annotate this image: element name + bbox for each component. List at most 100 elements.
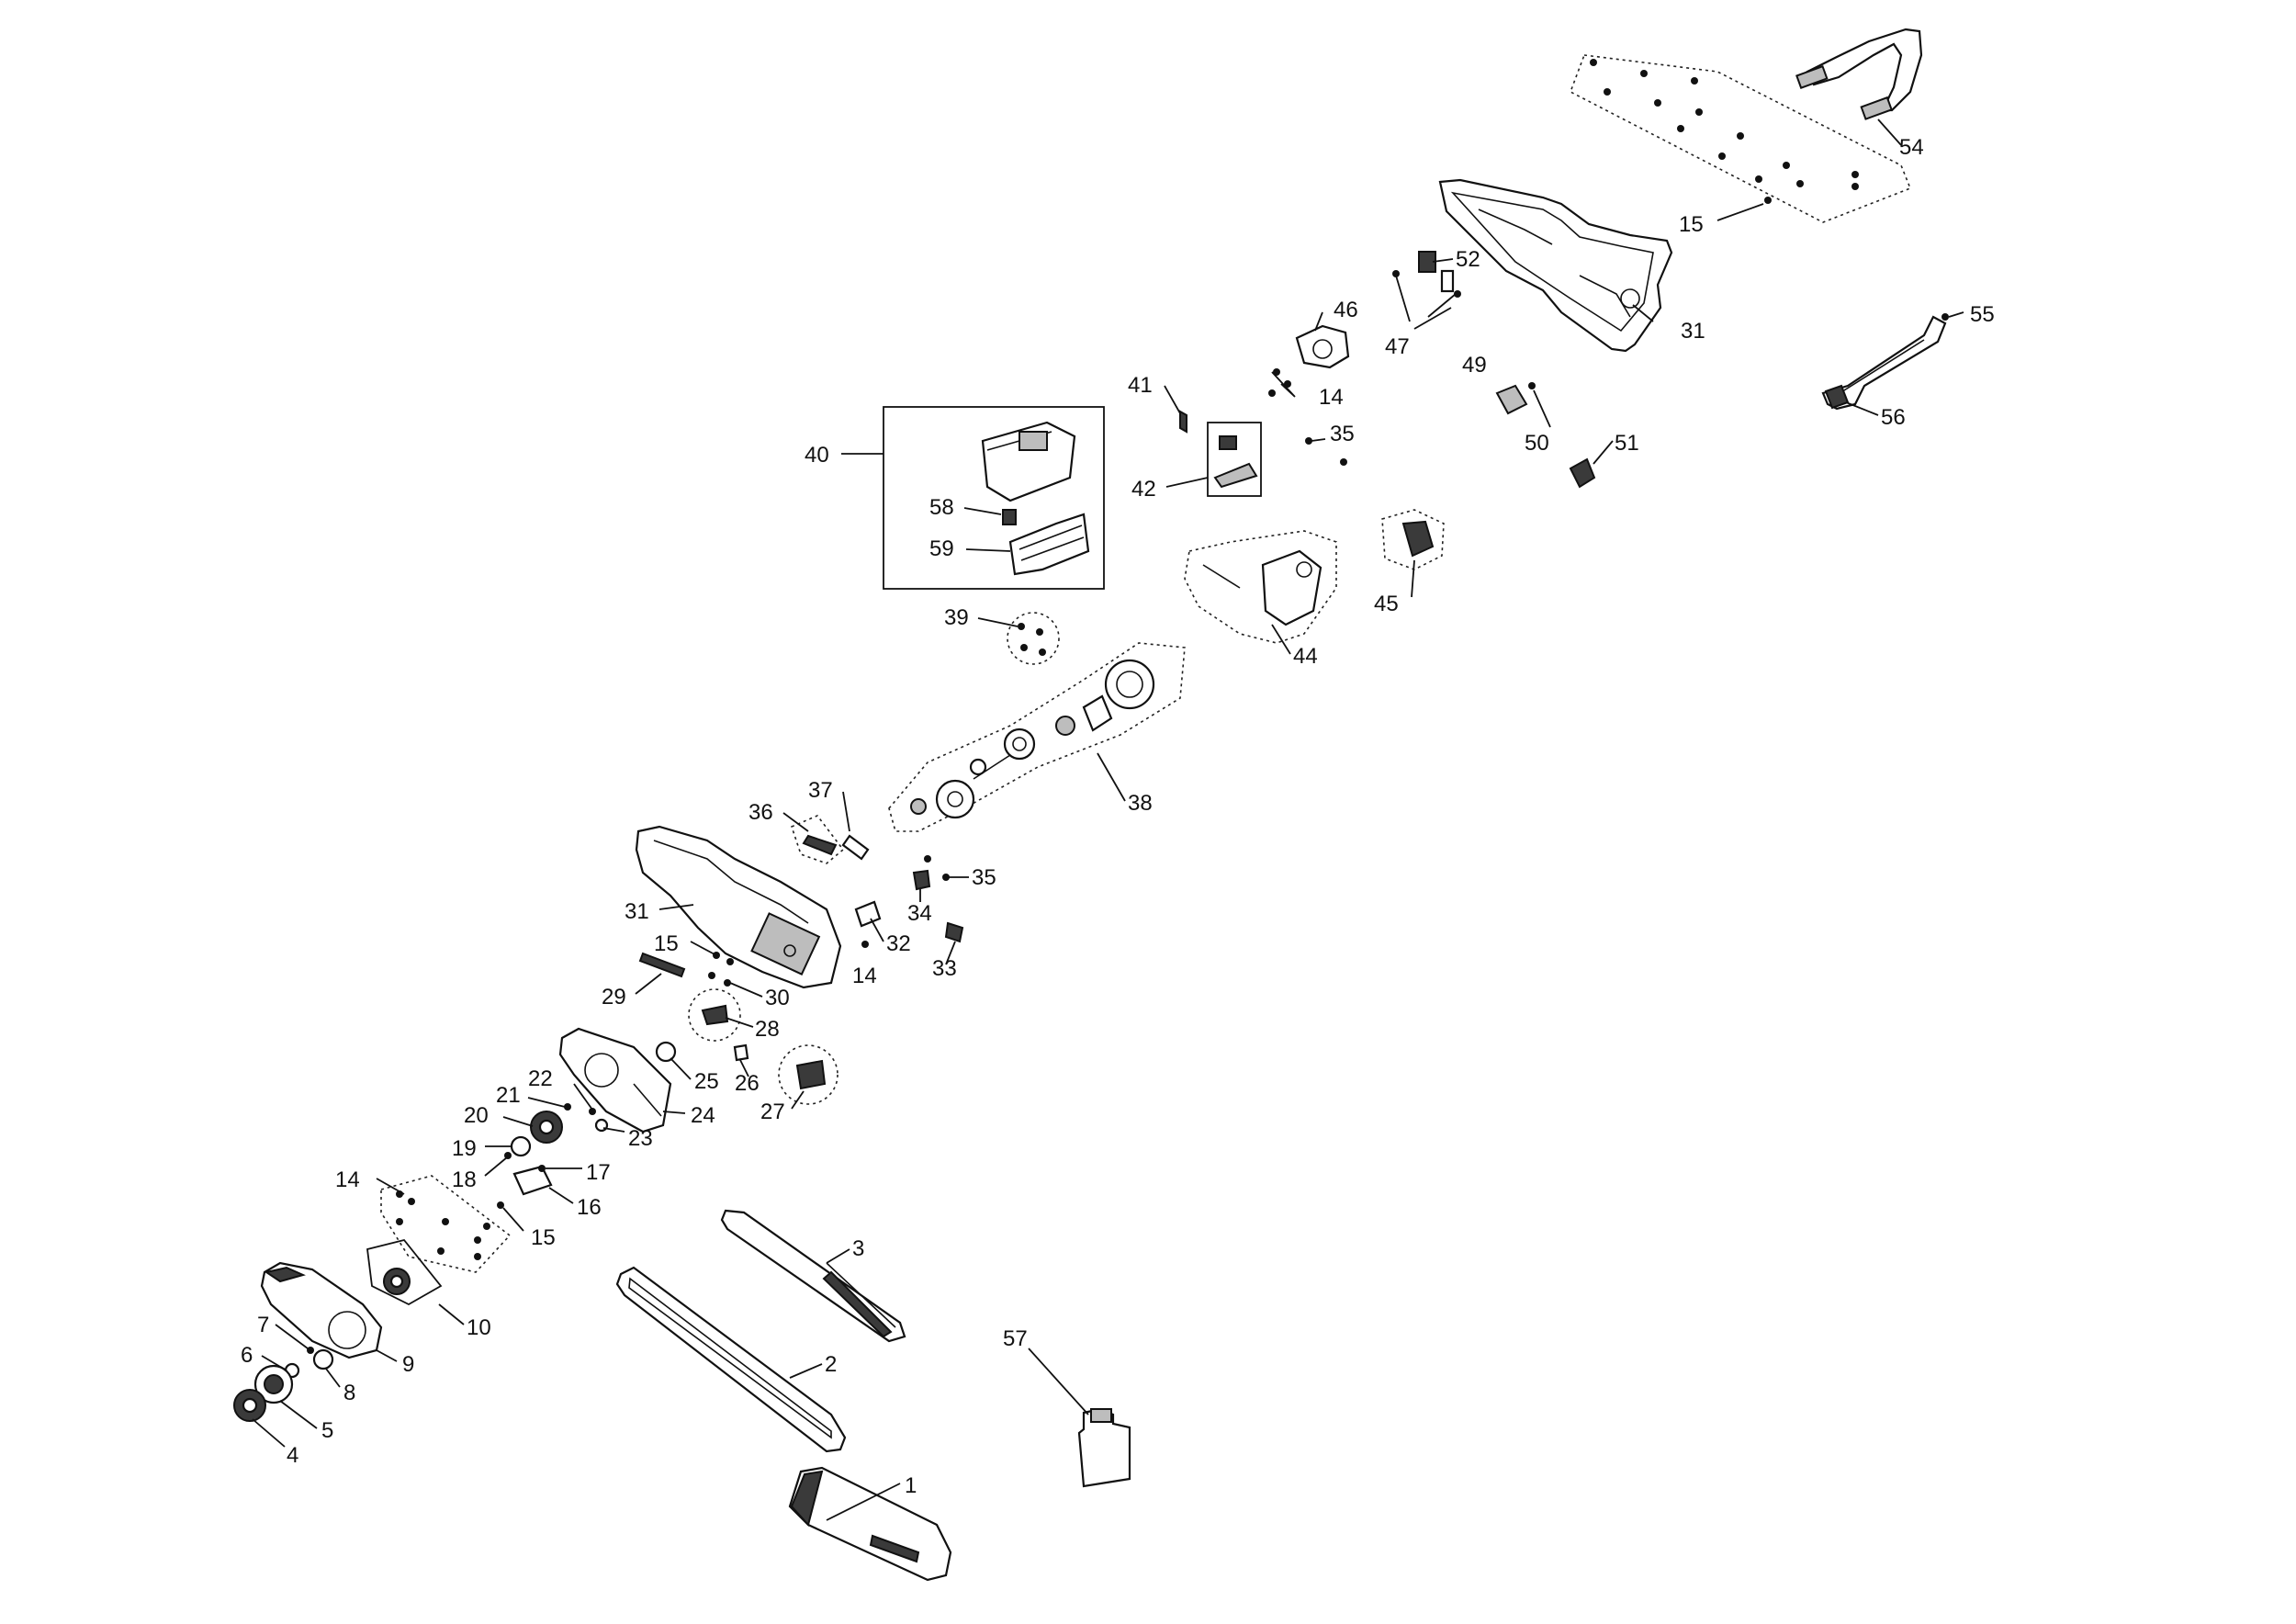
- label-26: 26: [735, 1071, 760, 1096]
- label-3: 3: [852, 1236, 864, 1261]
- part-24-cover-plate: [558, 1027, 672, 1133]
- label-50: 50: [1525, 431, 1549, 456]
- screws-15-30: [708, 952, 734, 987]
- label-28: 28: [755, 1017, 780, 1042]
- part-9-sprocket-cover: [260, 1261, 383, 1359]
- part-55: [1941, 313, 1949, 321]
- part-27: [795, 1059, 827, 1090]
- part-7: [307, 1347, 314, 1354]
- label-19: 19: [452, 1136, 477, 1161]
- label-47: 47: [1385, 334, 1410, 359]
- part-42-box: [1207, 422, 1262, 497]
- label-22: 22: [528, 1066, 553, 1091]
- part-1-scabbard: [788, 1466, 952, 1582]
- label-7: 7: [257, 1313, 269, 1337]
- label-44: 44: [1293, 644, 1318, 669]
- part-40-battery: [981, 421, 1076, 502]
- label-2: 2: [825, 1352, 837, 1377]
- part-38-outline: [888, 642, 1186, 832]
- part-28-outline: [688, 988, 741, 1042]
- part-34: [912, 869, 931, 891]
- label-27: 27: [760, 1100, 785, 1124]
- part-5-clutch: [253, 1364, 294, 1404]
- part-36: [802, 834, 838, 856]
- label-1: 1: [905, 1473, 917, 1498]
- label-5: 5: [321, 1418, 333, 1443]
- label-46: 46: [1334, 298, 1358, 322]
- part-56-hand-guard: [1821, 315, 1947, 411]
- label-59: 59: [929, 536, 954, 561]
- part-50: [1528, 382, 1536, 389]
- part-31-housing-right: [1438, 178, 1673, 353]
- part-15-lower: [497, 1201, 504, 1209]
- leader-lines: [252, 118, 1964, 1521]
- label-31-upper: 31: [1681, 319, 1705, 344]
- part-31-housing-left: [635, 825, 842, 989]
- part-45-outline: [1381, 509, 1445, 570]
- label-35-lower: 35: [972, 865, 996, 890]
- part-40-box: [883, 406, 1105, 590]
- part-39-outline: [1007, 612, 1060, 665]
- part-26: [733, 1043, 749, 1062]
- label-56: 56: [1881, 405, 1906, 430]
- label-9: 9: [402, 1352, 414, 1377]
- label-10: 10: [467, 1315, 491, 1340]
- part-44-outline: [1184, 530, 1337, 644]
- part-44-switch: [1202, 549, 1322, 626]
- label-42: 42: [1131, 477, 1156, 502]
- part-47: [1392, 270, 1461, 322]
- label-31-lower: 31: [625, 899, 649, 924]
- label-58: 58: [929, 495, 954, 520]
- screw-14-mid: [861, 941, 869, 948]
- label-40: 40: [805, 443, 829, 468]
- part-16: [512, 1165, 553, 1196]
- part-37: [841, 834, 870, 861]
- part-28: [701, 1004, 729, 1026]
- part-19-washer: [510, 1135, 532, 1157]
- label-32: 32: [886, 931, 911, 956]
- label-21: 21: [496, 1083, 521, 1108]
- part-45: [1401, 520, 1435, 558]
- part-54-rear-handle: [1795, 28, 1923, 120]
- label-23: 23: [628, 1126, 653, 1151]
- label-54: 54: [1899, 135, 1924, 160]
- label-15-lower: 15: [531, 1225, 556, 1250]
- label-14-upper: 14: [1319, 385, 1344, 410]
- part-51: [1569, 457, 1596, 489]
- part-36-outline: [791, 815, 845, 864]
- screw-group-14-lower: [396, 1190, 490, 1260]
- part-number-labels: 1 2 3 4 5 6 7 8 9 10 14 15 16 17 18 19 2…: [241, 135, 1995, 1498]
- label-51: 51: [1615, 431, 1639, 456]
- label-45: 45: [1374, 592, 1399, 616]
- label-34: 34: [907, 901, 932, 926]
- label-36: 36: [748, 800, 773, 825]
- part-17: [538, 1165, 546, 1172]
- label-14-lower: 14: [335, 1167, 360, 1192]
- label-17: 17: [586, 1160, 611, 1185]
- label-35-upper: 35: [1330, 422, 1355, 446]
- label-39: 39: [944, 605, 969, 630]
- label-16: 16: [577, 1195, 602, 1220]
- part-10-box: [366, 1238, 443, 1306]
- part-8: [312, 1348, 334, 1370]
- part-39-screws: [1018, 623, 1046, 656]
- label-55: 55: [1970, 302, 1995, 327]
- part-20-sprocket: [530, 1111, 563, 1144]
- part-4-nut: [233, 1389, 266, 1422]
- part-59: [1008, 513, 1090, 576]
- label-14-mid: 14: [852, 964, 877, 988]
- part-2-chain: [615, 1266, 847, 1453]
- label-20: 20: [464, 1103, 489, 1128]
- label-37: 37: [808, 778, 833, 803]
- part-58: [1002, 509, 1017, 525]
- screws-35-lower: [924, 855, 950, 881]
- label-57: 57: [1003, 1326, 1028, 1351]
- label-30: 30: [765, 986, 790, 1010]
- label-8: 8: [343, 1381, 355, 1405]
- part-41-spring: [1179, 410, 1187, 434]
- parts-21-22-23: [564, 1103, 609, 1133]
- label-4: 4: [287, 1443, 298, 1468]
- label-33: 33: [932, 956, 957, 981]
- part-29-spring: [638, 952, 686, 978]
